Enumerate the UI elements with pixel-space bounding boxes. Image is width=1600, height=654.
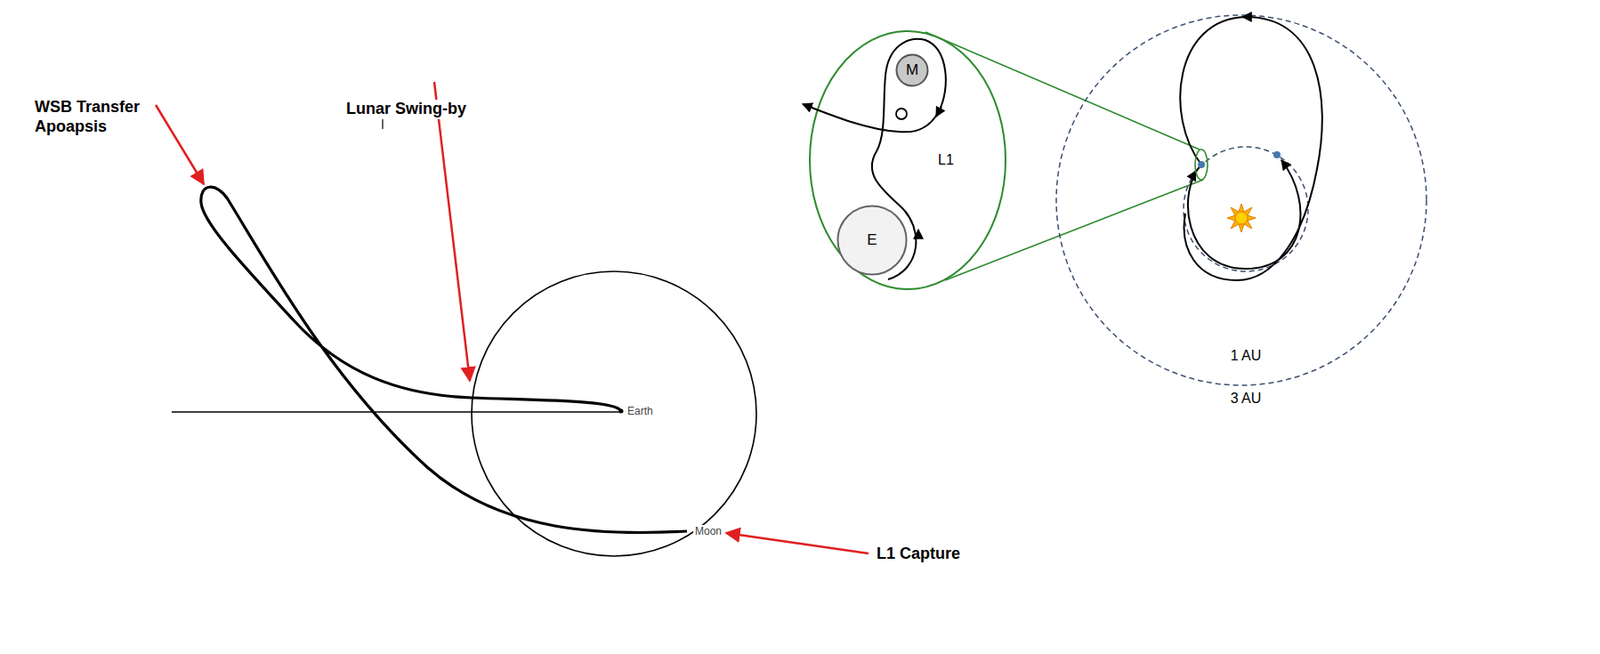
direction-arrow (1242, 16, 1250, 18)
leader-arrow (155, 105, 204, 185)
small-loop (896, 108, 907, 120)
orbit-1au (1183, 146, 1309, 272)
callout-label: L1 Capture (874, 544, 962, 565)
reference-line (171, 411, 621, 413)
body-label: Moon (693, 525, 724, 538)
leader-arrow (434, 81, 470, 381)
zoom-line (945, 179, 1204, 281)
escape-trajectory (802, 39, 946, 280)
node-letter: E (866, 231, 877, 250)
distance-label: 3 AU (1228, 389, 1264, 407)
callout-label: WSB Transfer Apoapsis (32, 97, 153, 137)
point-label: L1 (936, 151, 956, 169)
heliocentric-orbit (1179, 16, 1323, 281)
distance-label: 1 AU (1228, 347, 1264, 364)
earth-circle: E (836, 204, 908, 276)
tick-mark (381, 118, 383, 130)
node-letter: M (905, 61, 919, 80)
moon-orbit (471, 271, 757, 557)
direction-arrow (936, 106, 942, 117)
leader-arrow (726, 533, 869, 554)
moon-circle: M (895, 53, 930, 88)
zoom-ellipse (809, 31, 1006, 290)
node-text-holder: M (895, 53, 930, 88)
planet-dot (1197, 161, 1205, 169)
zoom-line (925, 32, 1200, 150)
zoom-ellipse-small (1195, 149, 1208, 180)
wsb-trajectory (201, 186, 687, 533)
node-text-holder: E (836, 204, 908, 276)
direction-arrow (917, 229, 920, 239)
sun-symbol (1227, 203, 1256, 233)
body-label: Earth (625, 404, 655, 418)
planet-dot (1273, 151, 1281, 159)
callout-label: Lunar Swing-by (344, 99, 469, 120)
orbit-3au (1056, 15, 1427, 386)
